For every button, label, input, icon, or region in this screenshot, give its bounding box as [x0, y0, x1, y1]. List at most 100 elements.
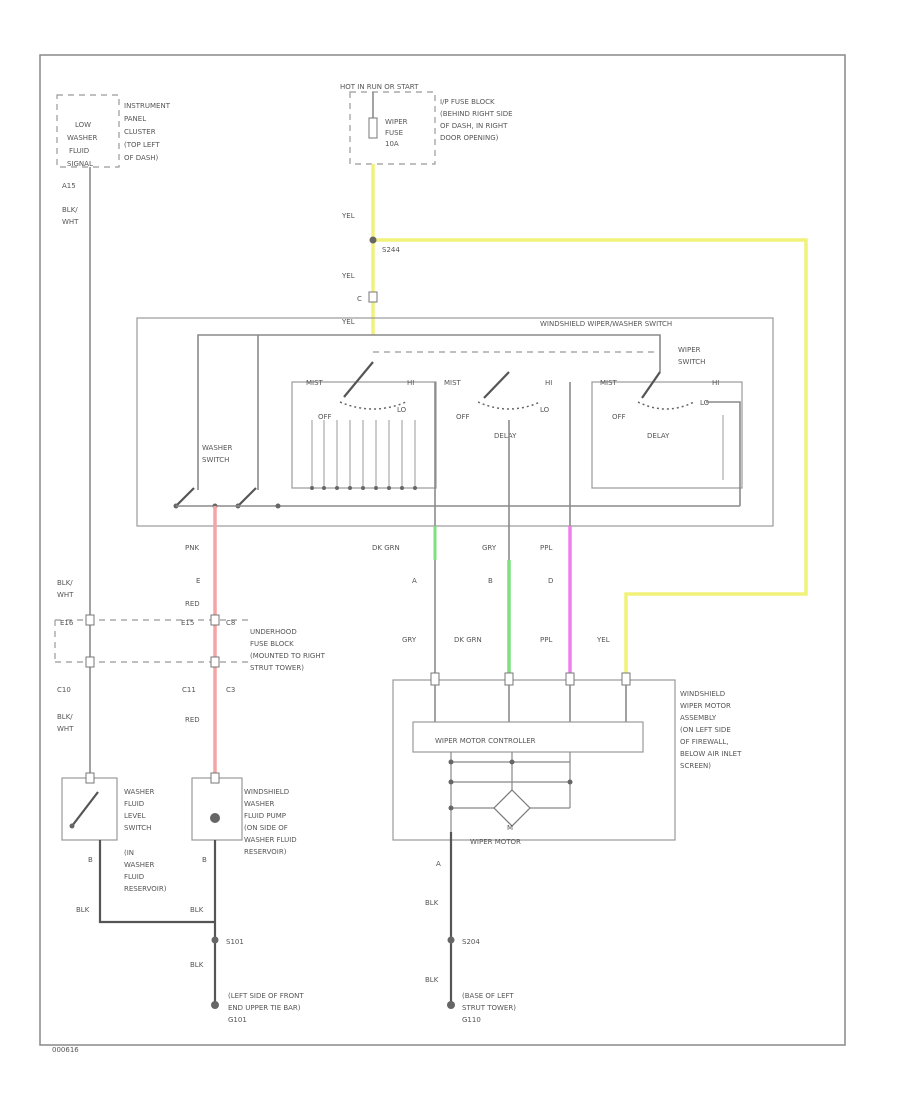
e16-label: E16 [60, 619, 74, 627]
low-washer-label: WASHER [67, 134, 97, 142]
fuse-block-label: OF DASH, IN RIGHT [440, 122, 508, 130]
ground-left-label: END UPPER TIE BAR) [228, 1004, 301, 1012]
off-label: OFF [318, 413, 332, 421]
yel-label: YEL [341, 318, 355, 326]
yel-label: YEL [596, 636, 610, 644]
c10-label: C10 [57, 686, 71, 694]
delay-label: DELAY [494, 432, 517, 440]
washer-switch-contact [175, 487, 195, 507]
s204-label: S204 [462, 938, 480, 946]
blk-label: BLK [190, 906, 204, 914]
instrument-cluster-box [56, 94, 120, 168]
hi-label: HI [712, 379, 719, 387]
instrument-cluster-label: OF DASH) [124, 154, 159, 162]
underhood-label: UNDERHOOD [250, 628, 297, 636]
blk-label: BLK [425, 976, 439, 984]
c11-label: C11 [182, 686, 196, 694]
gry-label: GRY [402, 636, 417, 644]
controller-label: WIPER MOTOR CONTROLLER [435, 737, 536, 745]
wiper-fuse-box [349, 91, 436, 165]
blk-label: BLK [190, 961, 204, 969]
wiper-fuse-label: WIPER [385, 118, 408, 126]
mist-label: MIST [306, 379, 324, 387]
splice-s101 [211, 936, 219, 944]
ground-right-label: STRUT TOWER) [462, 1004, 516, 1012]
wiper-motor-controller-box [412, 721, 644, 753]
delay-label: DELAY [647, 432, 670, 440]
motor-assembly-label: WINDSHIELD [680, 690, 725, 698]
level-switch-label: (IN [124, 849, 134, 857]
mist-label: MIST [444, 379, 462, 387]
gry-label: GRY [482, 544, 497, 552]
connector-e16 [85, 614, 95, 626]
rotary-contact-3 [637, 401, 695, 410]
motor-assembly-label: SCREEN) [680, 762, 711, 770]
red-label: RED [185, 600, 200, 608]
sub-switch-1-terminals [310, 486, 417, 490]
pump-label: RESERVOIR) [244, 848, 287, 856]
washer-switch-label: SWITCH [202, 456, 229, 464]
lo-label: LO [700, 399, 710, 407]
pump-label: WASHER FLUID [244, 836, 297, 844]
level-switch-label: WASHER [124, 788, 154, 796]
instrument-cluster-label: PANEL [124, 115, 146, 123]
pump-label: WASHER [244, 800, 274, 808]
level-switch-label: WASHER [124, 861, 154, 869]
off-label: OFF [612, 413, 626, 421]
wiper-fuse-label: 10A [385, 140, 399, 148]
ppl-label: PPL [540, 544, 552, 552]
hi-label: HI [545, 379, 552, 387]
rotary-arm-1 [343, 361, 374, 398]
low-washer-label: FLUID [69, 147, 89, 155]
wiper-motor-label: WIPER MOTOR [470, 838, 521, 846]
wiper-motor-symbol [493, 789, 531, 827]
connector-level-switch [85, 772, 95, 784]
fuse-icon [368, 117, 378, 139]
pump-label: FLUID PUMP [244, 812, 286, 820]
rotary-arm-3 [641, 371, 661, 399]
level-switch-label: LEVEL [124, 812, 146, 820]
washer-pump-box [191, 777, 243, 841]
b-label: B [88, 856, 93, 864]
a-label: A [436, 860, 441, 868]
rotary-contact-1 [339, 401, 407, 410]
motor-assembly-label: WIPER MOTOR [680, 702, 731, 710]
pnk-label: PNK [185, 544, 199, 552]
ground-g110 [447, 1001, 455, 1009]
lo-label: LO [540, 406, 550, 414]
diagram-frame [39, 54, 846, 1046]
b-label: B [488, 577, 493, 585]
wiper-fuse-label: FUSE [385, 129, 403, 137]
b-label: B [202, 856, 207, 864]
lo-label: LO [397, 406, 407, 414]
c-label: C [357, 295, 362, 303]
motor-connectors [430, 672, 631, 686]
low-washer-label: LOW [75, 121, 91, 129]
d-label: D [548, 577, 553, 585]
s101-label: S101 [226, 938, 244, 946]
a-label: A [412, 577, 417, 585]
s244-label: S244 [382, 246, 400, 254]
connector-pump [210, 772, 220, 784]
wiper-sub-switch-1 [291, 381, 437, 489]
blk-wht-label: BLK/ [62, 206, 78, 214]
washer-fluid-level-switch-box [61, 777, 118, 841]
ground-right-label: (BASE OF LEFT [462, 992, 514, 1000]
blk-wht-label: WHT [57, 725, 74, 733]
wiper-switch-label: WIPER [678, 346, 701, 354]
motor-assembly-label: OF FIREWALL, [680, 738, 729, 746]
underhood-label: FUSE BLOCK [250, 640, 294, 648]
motor-junctions [448, 759, 573, 811]
level-switch-label: FLUID [124, 873, 144, 881]
ground-g101 [211, 1001, 219, 1009]
ground-left-label: (LEFT SIDE OF FRONT [228, 992, 304, 1000]
rotary-contact-2 [477, 401, 541, 410]
level-switch-label: FLUID [124, 800, 144, 808]
switch-terminal [275, 503, 281, 509]
blk-label: BLK [76, 906, 90, 914]
e-label: E [196, 577, 200, 585]
ground-left-label: G101 [228, 1016, 247, 1024]
blk-label: BLK [425, 899, 439, 907]
yel-wire-to-motor [373, 238, 808, 678]
